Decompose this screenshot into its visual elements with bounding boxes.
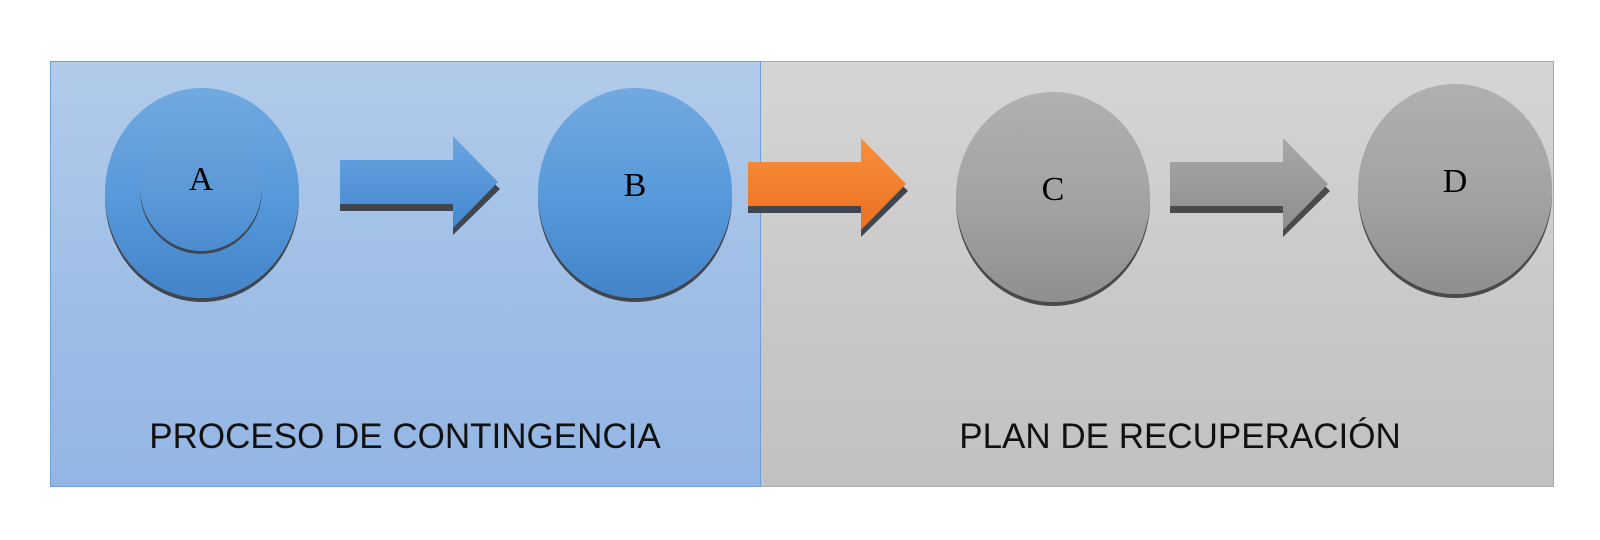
node-b-circle xyxy=(538,88,732,298)
node-d-circle xyxy=(1358,84,1552,294)
recovery-plan-label: PLAN DE RECUPERACIÓN xyxy=(959,417,1401,456)
node-c-circle xyxy=(956,92,1150,302)
arrow-a-to-b xyxy=(340,136,500,235)
node-c-label: C xyxy=(1041,171,1065,208)
node-d-label: D xyxy=(1442,163,1468,200)
node-b-label: B xyxy=(623,167,647,204)
contingency-process-label: PROCESO DE CONTINGENCIA xyxy=(149,417,661,456)
arrow-c-to-d xyxy=(1170,138,1330,237)
node-a-circle xyxy=(105,88,299,298)
node-a-inner-circle xyxy=(140,123,262,251)
arrow-b-to-c xyxy=(748,138,908,237)
node-a-label: A xyxy=(188,161,214,198)
